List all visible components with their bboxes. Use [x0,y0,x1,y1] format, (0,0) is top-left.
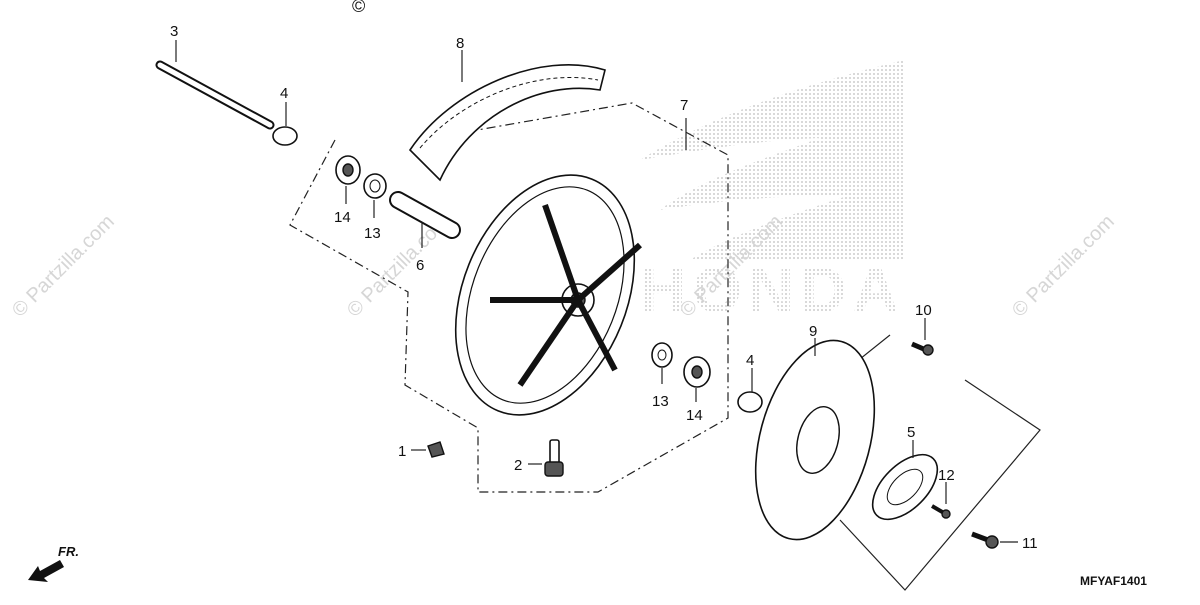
tire-part [408,64,606,182]
callout-3: 3 [170,23,178,40]
bearing-right-part [683,356,711,388]
seal-left-part [363,173,387,199]
pulser-ring-part [871,453,939,521]
clip-part [427,441,445,458]
honda-brand-watermark: HONDA [640,254,905,326]
callout-4a: 4 [280,85,288,102]
callout-13b: 13 [652,393,669,410]
valve-stem-part [544,439,564,477]
callout-5: 5 [907,424,915,441]
wheel-part [454,174,642,416]
brake-disc-part [754,339,876,541]
callout-1: 1 [398,443,406,460]
hub-outline-2 [839,379,1041,591]
collar-part [272,126,298,146]
disc-bolt-part [911,341,934,356]
axle-part [155,60,275,130]
collar-right-part [737,391,763,413]
bearing-left-part [335,155,361,185]
partzilla-watermark: © Partzilla.com [8,211,119,322]
front-indicator-label: FR. [58,544,79,559]
copyright-symbol: © [352,0,365,16]
partzilla-watermark: © Partzilla.com [1008,211,1119,322]
callout-14a: 14 [334,209,351,226]
distance-collar-part [389,191,461,239]
screw-part [930,504,951,519]
callout-11: 11 [1022,535,1038,552]
callout-2: 2 [514,457,522,474]
callout-14b: 14 [686,407,703,424]
diagram-reference-code: MFYAF1401 [1080,574,1147,588]
honda-wing-logo [640,60,905,260]
callout-10: 10 [915,302,932,319]
callout-9: 9 [809,323,817,340]
flange-bolt-part [971,531,999,549]
callout-6: 6 [416,257,424,274]
callout-12: 12 [938,467,955,484]
front-arrow-icon [28,560,64,582]
seal-right-part [651,342,673,368]
callout-8: 8 [456,35,464,52]
callout-7: 7 [680,97,688,114]
callout-4b: 4 [746,352,754,369]
callout-13a: 13 [364,225,381,242]
